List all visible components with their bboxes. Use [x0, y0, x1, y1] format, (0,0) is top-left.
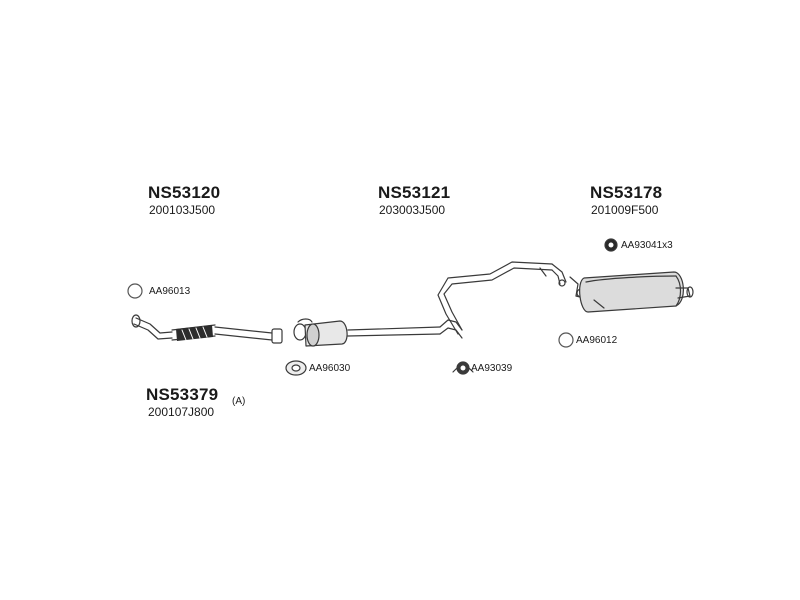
oem-number-label: 200107J800: [148, 405, 215, 419]
ring-gasket-icon: [558, 332, 574, 348]
flex-section: [176, 325, 213, 341]
part-number-label: NS53178: [590, 183, 663, 202]
part-number-label: NS53120: [148, 183, 221, 202]
oem-number-label: 200103J500: [149, 203, 216, 217]
part-number-label: NS53121: [378, 183, 451, 202]
oem-number-label: 203003J500: [379, 203, 446, 217]
rubber-mount-icon: [604, 238, 618, 252]
accessory-code-label: AA93039: [471, 363, 513, 374]
rear-silencer: [569, 271, 694, 313]
accessory-code-label: AA96013: [149, 286, 191, 297]
part-number-label: NS53379: [146, 385, 219, 404]
tail-pipe: [437, 261, 567, 335]
centre-silencer: [293, 318, 463, 347]
variant-suffix-label: (A): [232, 396, 246, 407]
flange-gasket-icon: [285, 360, 307, 376]
accessory-code-label: AA96012: [576, 335, 618, 346]
ring-gasket-icon: [127, 283, 143, 299]
accessory-code-label: AA96030: [309, 363, 351, 374]
accessory-code-label: AA93041x3: [621, 240, 673, 251]
oem-number-label: 201009F500: [591, 203, 659, 217]
rubber-hanger-icon: [452, 361, 474, 375]
